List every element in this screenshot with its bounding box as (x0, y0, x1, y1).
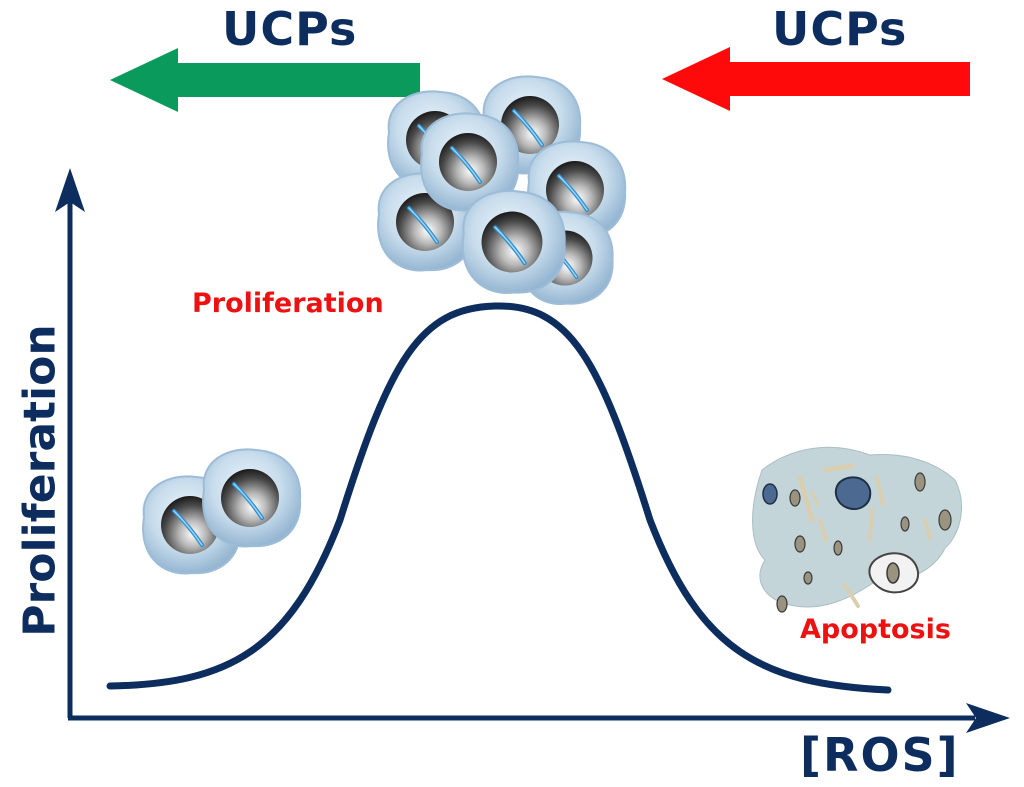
green-left-arrow-icon (110, 48, 420, 112)
x-axis-arrowhead (966, 703, 1010, 733)
red-left-arrow-icon (662, 47, 970, 111)
axes (55, 168, 1010, 733)
x-axis-label: [ROS] (800, 728, 960, 782)
tail-annotation: Apoptosis (800, 614, 951, 645)
right-arrow-label: UCPs (772, 2, 908, 56)
left-arrow-label: UCPs (222, 2, 358, 56)
y-axis-label: Proliferation (14, 324, 66, 637)
cell-pair-icon (141, 447, 303, 576)
cell-cluster-icon (376, 74, 628, 306)
y-axis-arrowhead (55, 168, 85, 212)
apoptotic-cell-icon (752, 446, 963, 613)
proliferation-curve (106, 302, 892, 694)
peak-annotation: Proliferation (192, 288, 384, 319)
